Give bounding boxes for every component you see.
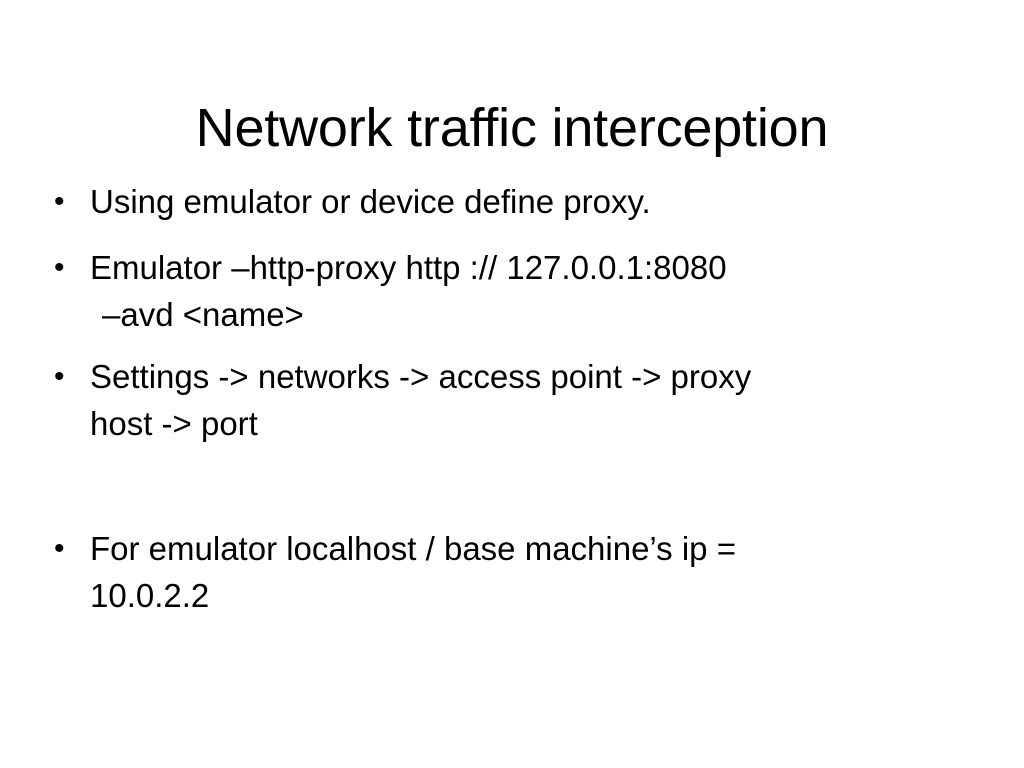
bullet-dot-icon: • — [54, 532, 65, 565]
bullet-dot-icon: • — [54, 251, 65, 284]
list-item: • For emulator localhost / base machine’… — [44, 525, 944, 619]
list-item: • Settings -> networks -> access point -… — [44, 353, 944, 447]
bullet-list: • Using emulator or device define proxy.… — [44, 178, 944, 619]
list-item-text: Emulator –http-proxy http :// 127.0.0.1:… — [90, 249, 727, 286]
bullet-dot-icon: • — [54, 360, 65, 393]
list-item-text-continued: 10.0.2.2 — [90, 577, 210, 614]
bullet-dot-icon: • — [54, 185, 65, 218]
list-item-text: For emulator localhost / base machine’s … — [90, 530, 736, 567]
list-item-text-continued: –avd <name> — [102, 296, 304, 333]
list-item: • Using emulator or device define proxy. — [44, 178, 944, 225]
list-item-text: Using emulator or device define proxy. — [90, 183, 651, 220]
list-item-text-continued: host -> port — [90, 405, 258, 442]
page-title: Network traffic interception — [195, 98, 829, 159]
list-spacer — [44, 447, 944, 525]
list-item: • Emulator –http-proxy http :// 127.0.0.… — [44, 244, 944, 338]
list-item-text: Settings -> networks -> access point -> … — [90, 358, 752, 395]
